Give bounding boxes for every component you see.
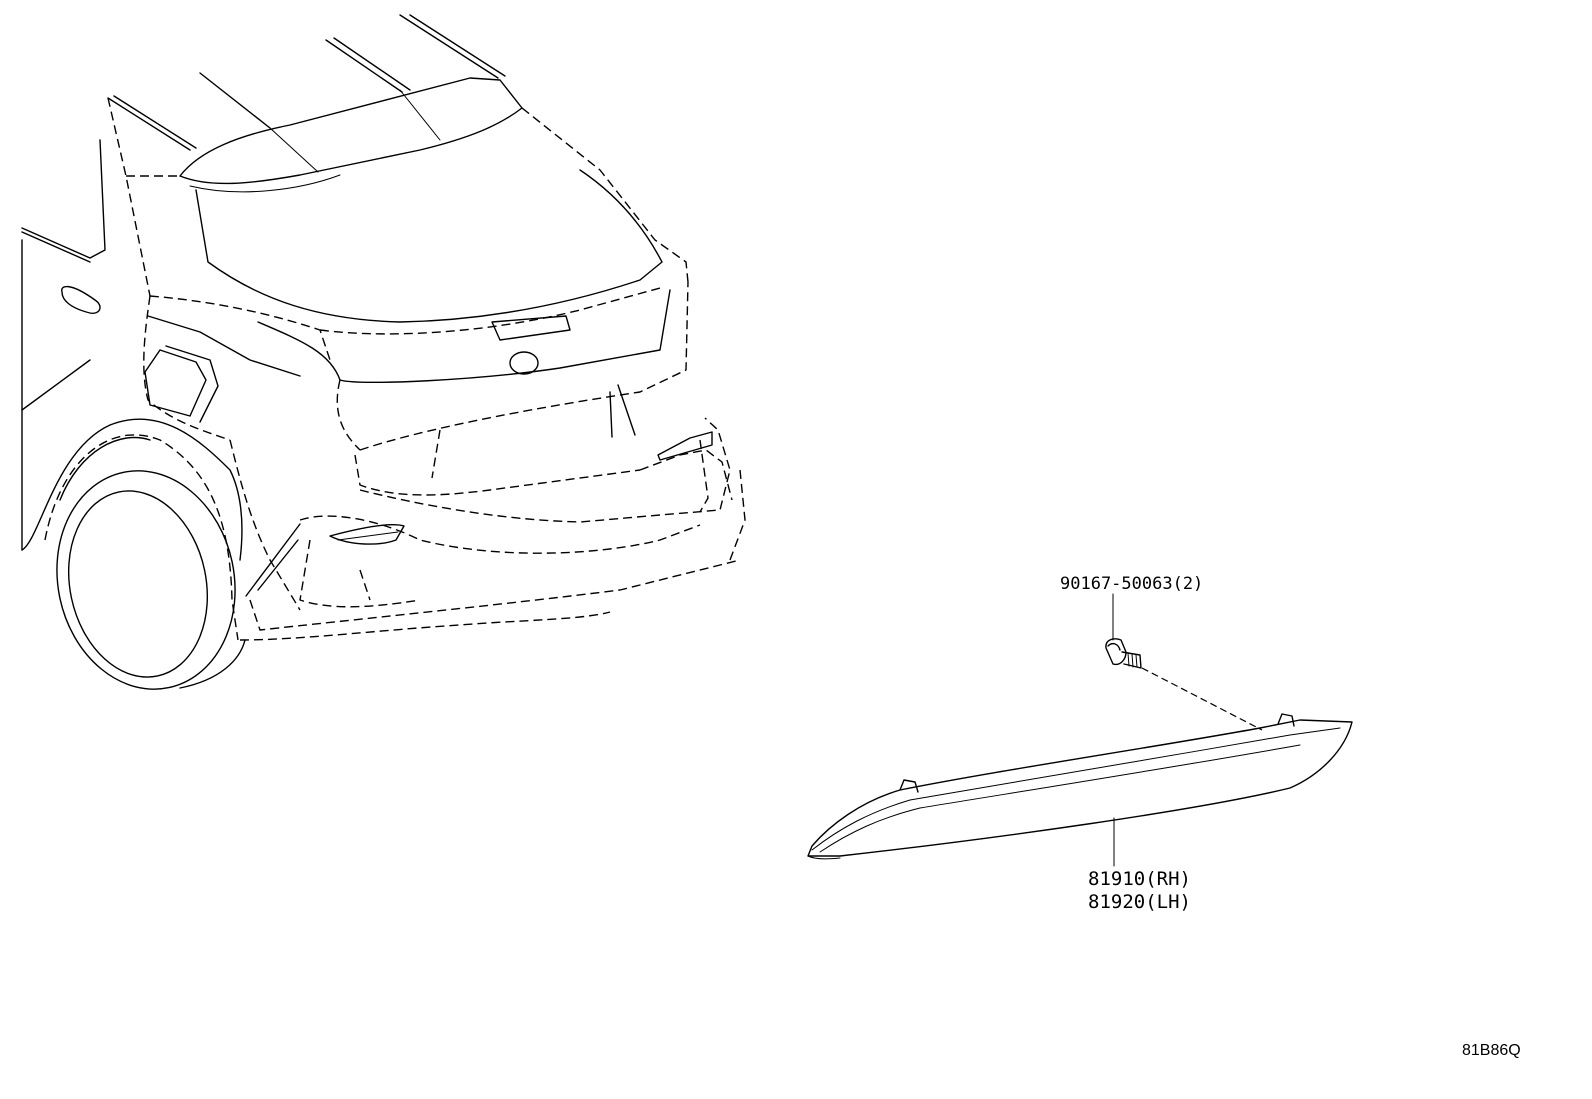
rear-reflector-icon <box>807 713 1353 860</box>
bolt-install-line <box>1141 667 1263 731</box>
part-label-reflector-lh: 81920(LH) <box>1088 891 1191 913</box>
vehicle-rear-illustration <box>21 14 746 690</box>
part-label-reflector-rh: 81910(RH) <box>1088 868 1191 890</box>
part-label-bolt: 90167-50063(2) <box>1060 574 1204 594</box>
bolt-icon <box>1105 638 1142 669</box>
illustration-code: 81B86Q <box>1462 1042 1521 1059</box>
